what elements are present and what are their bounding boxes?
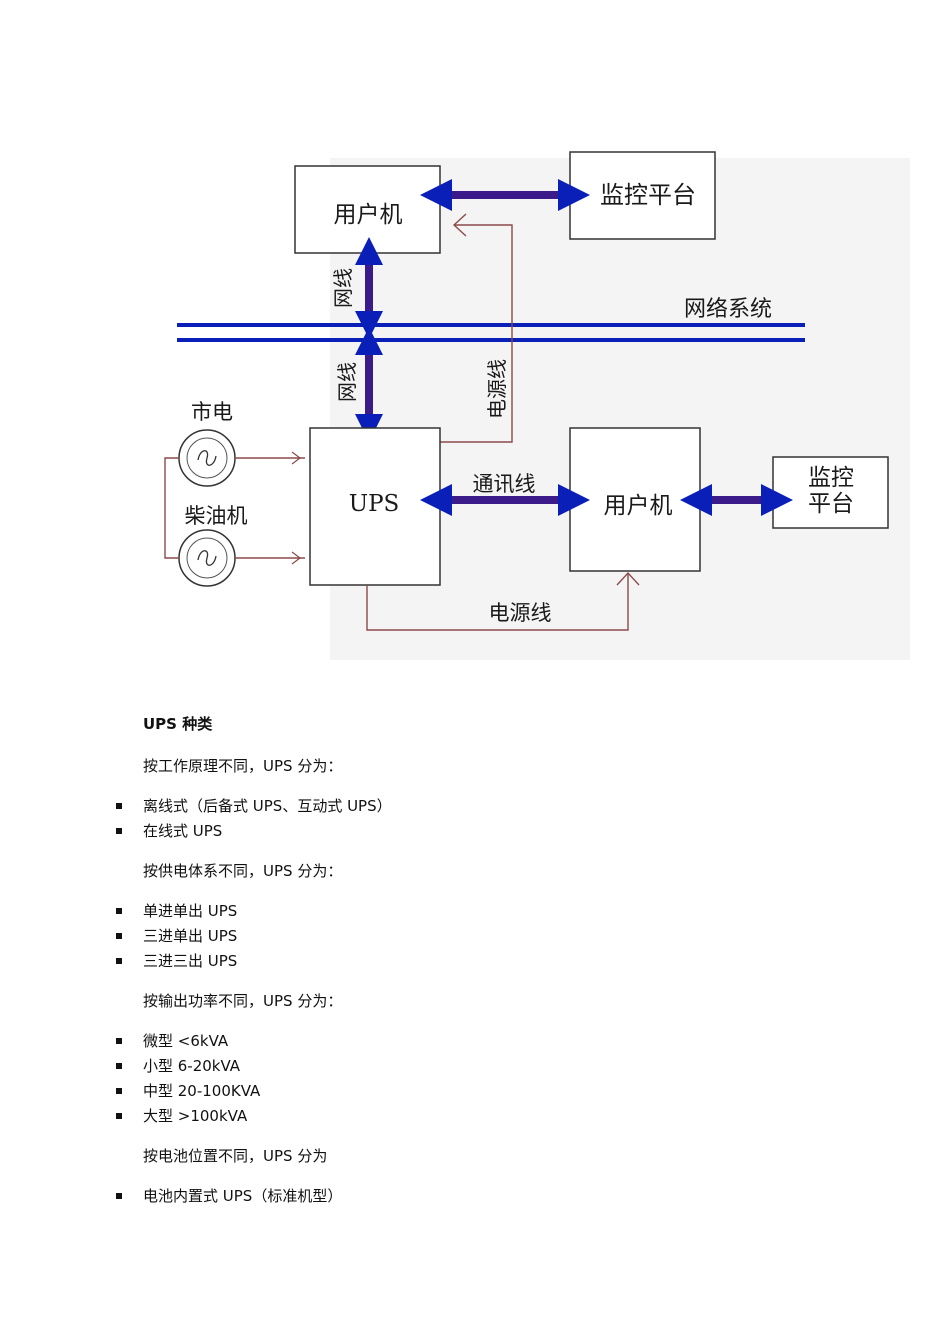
intro-principle: 按工作原理不同，UPS 分为：	[143, 757, 343, 775]
generator-link-line	[164, 457, 179, 559]
list-item: 三进三出 UPS	[0, 951, 237, 976]
diesel-inner-ring	[186, 537, 228, 579]
power-line-vertical-label: 电源线	[485, 359, 509, 419]
list-item: 大型 >100kVA	[0, 1106, 260, 1131]
user-pc-top-label: 用户机	[334, 202, 403, 228]
monitor-top-label: 监控平台	[600, 181, 696, 209]
section-heading: UPS 种类	[143, 715, 213, 733]
mains-feed-chevron-icon	[291, 451, 301, 465]
mains-inner-ring	[186, 437, 228, 479]
user-pc-bottom-label: 用户机	[604, 493, 673, 519]
diesel-sine-icon	[197, 550, 217, 566]
network-system-label: 网络系统	[684, 297, 772, 322]
power-line-arrowhead-bottom	[616, 571, 640, 586]
monitor-bottom-label-line1: 监控	[808, 465, 854, 491]
ups-label: UPS	[349, 491, 400, 517]
net-cable-label-1: 网线	[331, 268, 355, 308]
supply-list: 单进单出 UPS 三进单出 UPS 三进三出 UPS	[0, 901, 237, 976]
power-line-to-bottom-pc	[366, 574, 629, 631]
power-line-to-top-pc	[440, 224, 513, 443]
net-cable-label-2: 网线	[335, 362, 359, 402]
intro-battery: 按电池位置不同，UPS 分为	[143, 1147, 328, 1165]
intro-supply: 按供电体系不同，UPS 分为：	[143, 862, 343, 880]
power-line-arrowhead-top	[452, 213, 467, 237]
diesel-label: 柴油机	[185, 504, 248, 528]
power-line-bottom-label: 电源线	[489, 601, 552, 625]
battery-list: 电池内置式 UPS（标准机型）	[0, 1186, 342, 1211]
diesel-feed-chevron-icon	[291, 551, 301, 565]
intro-power: 按输出功率不同，UPS 分为：	[143, 992, 343, 1010]
list-item: 微型 <6kVA	[0, 1031, 260, 1056]
list-item: 电池内置式 UPS（标准机型）	[0, 1186, 342, 1211]
list-item: 小型 6-20kVA	[0, 1056, 260, 1081]
list-item: 在线式 UPS	[0, 821, 392, 846]
comm-line-label: 通讯线	[473, 472, 536, 496]
principle-list: 离线式（后备式 UPS、互动式 UPS） 在线式 UPS	[0, 796, 392, 846]
mains-sine-icon	[197, 450, 217, 466]
list-item: 单进单出 UPS	[0, 901, 237, 926]
ups-system-diagram: 用户机 监控平台 网络系统 网线 网线 电源线 市电 柴油机 UPS 通讯线 用…	[164, 151, 910, 660]
ups-box	[309, 427, 441, 586]
list-item: 三进单出 UPS	[0, 926, 237, 951]
list-item: 中型 20-100KVA	[0, 1081, 260, 1106]
mains-label: 市电	[191, 400, 233, 424]
monitor-bottom-label-line2: 平台	[808, 491, 854, 517]
power-list: 微型 <6kVA 小型 6-20kVA 中型 20-100KVA 大型 >100…	[0, 1031, 260, 1131]
list-item: 离线式（后备式 UPS、互动式 UPS）	[0, 796, 392, 821]
